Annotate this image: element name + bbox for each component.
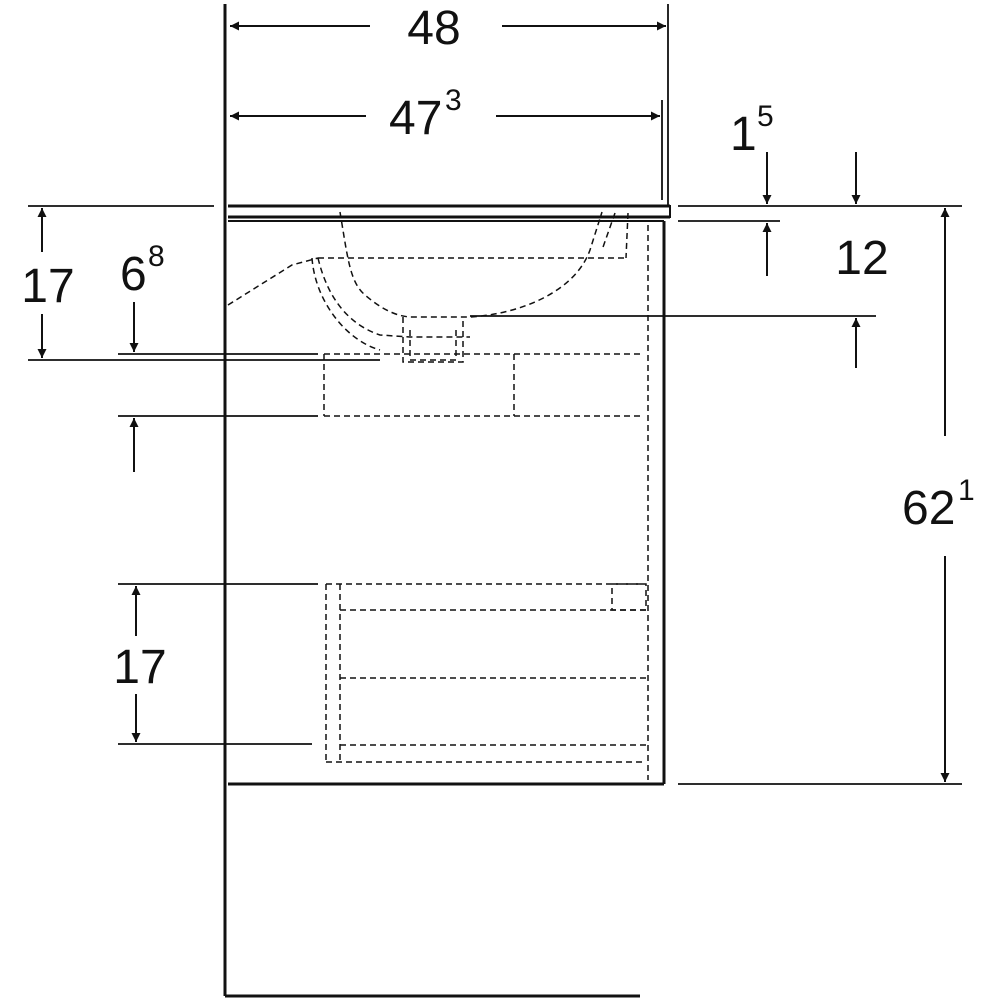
upper-compartment-hidden <box>323 225 649 780</box>
dimension-label-basin-width: 47 <box>389 92 442 145</box>
cabinet-body <box>228 204 671 786</box>
drawer-hidden <box>325 583 647 763</box>
dimension-label-gap: 6 <box>120 248 147 301</box>
dimension-rim-thickness: 1 5 <box>730 100 774 276</box>
dimension-overall-width: 48 <box>230 2 666 55</box>
dimension-sup-rim-thickness: 5 <box>757 100 774 133</box>
dimension-basin-height: 12 <box>835 152 889 368</box>
extension-lines <box>28 4 962 785</box>
dimension-top-section-height: 17 <box>21 208 75 358</box>
dimension-total-height: 62 1 <box>902 208 975 782</box>
dimension-label-top-section-height: 17 <box>21 260 74 313</box>
dimension-sup-gap: 8 <box>148 240 165 273</box>
dimension-label-total-height: 62 <box>902 482 955 535</box>
dimension-label-drawer-height: 17 <box>113 641 166 694</box>
wall-outline <box>223 4 640 998</box>
dimension-drawer-height: 17 <box>113 586 167 742</box>
dimension-label-rim-thickness: 1 <box>730 108 757 161</box>
dimension-basin-to-drawer-gap: 6 8 <box>120 240 165 472</box>
dimension-basin-width: 47 3 <box>230 84 660 145</box>
dimension-label-basin-height: 12 <box>835 232 888 285</box>
basin-hidden-outline <box>227 211 629 363</box>
dimension-label-overall-width: 48 <box>407 2 460 55</box>
dimension-sup-total-height: 1 <box>958 474 975 507</box>
dimension-sup-basin-width: 3 <box>445 84 462 117</box>
